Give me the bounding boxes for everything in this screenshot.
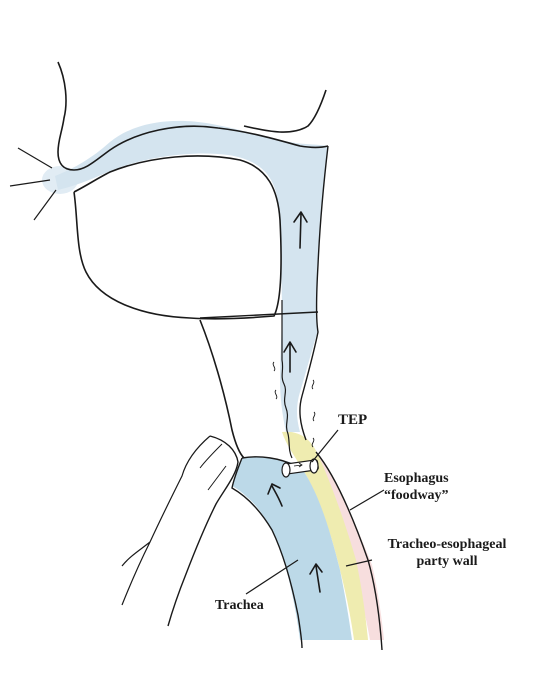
tracheo-leader-line <box>345 559 373 567</box>
airflow-arrows <box>267 211 323 593</box>
esophagus-right-outline <box>315 451 383 651</box>
finger-outline <box>121 435 211 606</box>
nasal-top-outline <box>243 89 327 133</box>
vibration-marks <box>272 361 316 448</box>
tongue-outline <box>73 155 282 320</box>
tep-leader-line <box>311 429 339 463</box>
trachea-label: Trachea <box>215 598 264 613</box>
arrow-up-trachea-lower <box>309 563 323 593</box>
tracheo-label-line2: party wall <box>416 554 478 569</box>
neck-left-outline <box>199 319 245 459</box>
tep-label: TEP <box>338 412 368 428</box>
party-wall-band <box>282 431 368 640</box>
esophagus-label-line1: Esophagus <box>384 471 449 486</box>
arrow-up-trachea-upper <box>267 483 283 507</box>
sound-rays <box>9 147 57 221</box>
tracheo-esophageal-label: Tracheo-esophageal party wall <box>372 536 522 570</box>
esophagus-leader-line <box>349 489 385 511</box>
trachea-leader-line <box>245 559 299 595</box>
pharynx-right-outline <box>299 145 329 441</box>
trachea-left-outline <box>231 457 303 649</box>
trachea-tube <box>232 456 352 640</box>
lip-glow <box>42 166 78 194</box>
hand-outline <box>167 435 239 627</box>
head-profile-outline <box>57 61 329 171</box>
pharynx-left-outline <box>281 299 293 459</box>
tracheo-label-line1: Tracheo-esophageal <box>387 537 507 552</box>
neck-line <box>199 311 319 319</box>
esophagus-label: Esophagus “foodway” <box>384 470 449 504</box>
esophagus-label-line2: “foodway” <box>384 488 449 503</box>
arrow-up-lower-pharynx <box>283 341 297 373</box>
arrow-up-pharynx <box>293 211 308 249</box>
finger-outline-2 <box>199 443 227 491</box>
tep-valve <box>281 458 319 478</box>
oral-nasal-airflow <box>55 120 328 433</box>
